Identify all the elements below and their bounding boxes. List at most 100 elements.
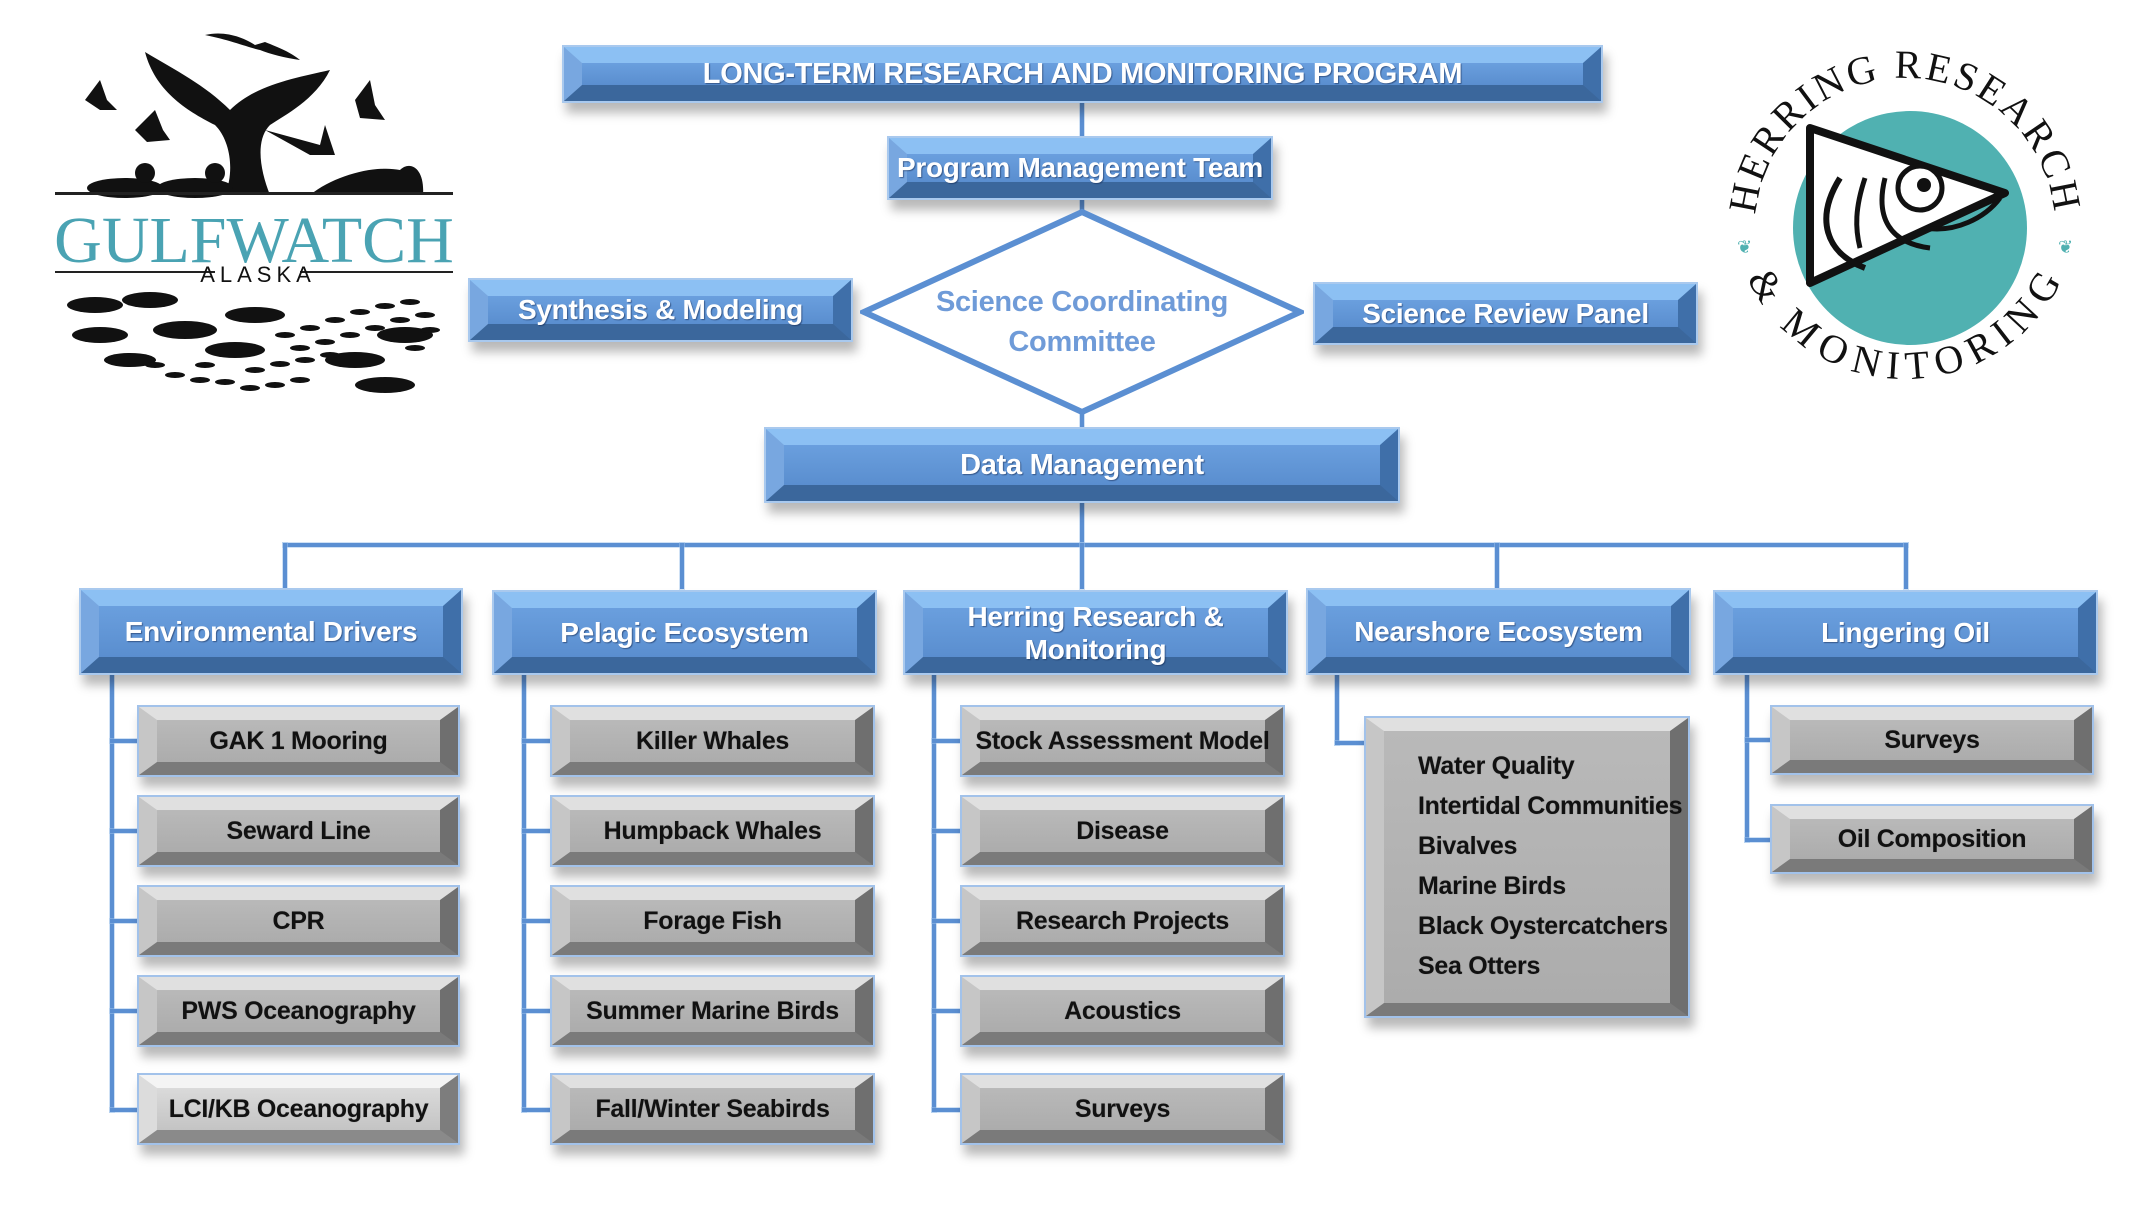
- component-title: Lingering Oil: [1821, 616, 1990, 648]
- project-label: Humpback Whales: [603, 816, 822, 845]
- svg-text:❦: ❦: [2058, 237, 2073, 257]
- project-label: GAK 1 Mooring: [209, 726, 388, 755]
- science-coordinating-committee[interactable]: Science Coordinating Committee: [856, 208, 1308, 416]
- connector-data-to-bus: [1080, 503, 1084, 543]
- project-box[interactable]: Summer Marine Birds: [550, 975, 875, 1047]
- project-box[interactable]: Killer Whales: [550, 705, 875, 777]
- project-label: Seward Line: [226, 816, 371, 845]
- project-box[interactable]: Fall/Winter Seabirds: [550, 1073, 875, 1145]
- stub: [522, 1009, 552, 1013]
- trunk-nearshore: [1335, 675, 1339, 745]
- stub: [932, 1108, 962, 1112]
- svg-text:GULFWATCH: GULFWATCH: [55, 204, 454, 277]
- stub: [110, 739, 138, 743]
- nearshore-project-list: Water Quality Intertidal Communities Biv…: [1418, 746, 1683, 986]
- component-title: Nearshore Ecosystem: [1354, 615, 1643, 647]
- project-label: Oil Composition: [1837, 824, 2027, 853]
- trunk-herring: [932, 675, 936, 1112]
- project-label: Surveys: [1884, 725, 1980, 754]
- connector-bus-nearshore: [1495, 543, 1499, 589]
- project-box[interactable]: Stock Assessment Model: [960, 705, 1285, 777]
- project-label: CPR: [272, 906, 325, 935]
- connector-horizontal-bus: [283, 543, 1908, 547]
- component-title-line2: Monitoring: [1024, 633, 1167, 665]
- stub: [110, 919, 138, 923]
- science-review-panel-box[interactable]: Science Review Panel: [1313, 282, 1698, 345]
- program-management-label: Program Management Team: [896, 152, 1263, 183]
- component-environmental-drivers[interactable]: Environmental Drivers: [79, 588, 463, 675]
- project-label: LCI/KB Oceanography: [168, 1094, 429, 1123]
- project-label: Fall/Winter Seabirds: [595, 1094, 830, 1123]
- synthesis-modeling-label: Synthesis & Modeling: [518, 294, 803, 325]
- component-title: Herring Research & Monitoring: [967, 600, 1223, 666]
- connector-program-to-management: [1080, 103, 1084, 137]
- project-box[interactable]: Humpback Whales: [550, 795, 875, 867]
- project-box[interactable]: Forage Fish: [550, 885, 875, 957]
- component-nearshore-ecosystem[interactable]: Nearshore Ecosystem: [1306, 588, 1691, 675]
- project-box[interactable]: Surveys: [960, 1073, 1285, 1145]
- project-label: Acoustics: [1064, 996, 1181, 1025]
- stub: [110, 829, 138, 833]
- synthesis-modeling-box[interactable]: Synthesis & Modeling: [468, 278, 853, 342]
- project-box[interactable]: Oil Composition: [1770, 804, 2094, 874]
- project-label: Water Quality: [1418, 752, 1575, 780]
- trunk-lingering: [1745, 675, 1749, 842]
- gulfwatch-logo: GULFWATCH ALASKA: [54, 30, 455, 400]
- project-box[interactable]: Seward Line: [137, 795, 460, 867]
- herring-logo: HERRING RESEARCH & MONITORING ❦ ❦: [1715, 28, 2095, 398]
- component-lingering-oil[interactable]: Lingering Oil: [1713, 590, 2098, 675]
- project-box[interactable]: Acoustics: [960, 975, 1285, 1047]
- stub: [522, 919, 552, 923]
- project-box[interactable]: GAK 1 Mooring: [137, 705, 460, 777]
- herring-fish-icon: HERRING RESEARCH & MONITORING ❦ ❦: [1719, 42, 2087, 389]
- stub: [522, 739, 552, 743]
- stub: [932, 1009, 962, 1013]
- gulfwatch-wildlife-icon: GULFWATCH ALASKA: [54, 33, 454, 393]
- trunk-pelagic: [522, 675, 526, 1112]
- project-label: Summer Marine Birds: [586, 996, 839, 1025]
- science-review-label: Science Review Panel: [1362, 297, 1649, 329]
- data-management-box[interactable]: Data Management: [764, 427, 1400, 503]
- stub: [1745, 738, 1773, 742]
- project-box[interactable]: Disease: [960, 795, 1285, 867]
- project-label: Intertidal Communities: [1418, 792, 1683, 820]
- nearshore-projects-box[interactable]: Water Quality Intertidal Communities Biv…: [1364, 716, 1690, 1018]
- project-box[interactable]: Research Projects: [960, 885, 1285, 957]
- committee-label-line1: Science Coordinating: [935, 286, 1229, 318]
- trunk-env: [110, 675, 114, 1112]
- svg-text:❦: ❦: [1737, 237, 1752, 257]
- component-title: Environmental Drivers: [124, 615, 418, 647]
- project-label: Marine Birds: [1418, 872, 1566, 900]
- project-box[interactable]: Surveys: [1770, 705, 2094, 775]
- connector-bus-pelagic: [680, 543, 684, 589]
- project-label: Sea Otters: [1418, 952, 1541, 980]
- project-label: Killer Whales: [635, 726, 790, 755]
- program-management-team-box[interactable]: Program Management Team: [887, 136, 1273, 200]
- connector-bus-herring: [1080, 543, 1084, 589]
- connector-committee-to-data: [1080, 412, 1084, 428]
- project-label: Surveys: [1074, 1094, 1171, 1123]
- component-title-line1: Herring Research &: [967, 600, 1224, 632]
- project-label: PWS Oceanography: [181, 996, 416, 1025]
- project-label: Stock Assessment Model: [975, 726, 1270, 755]
- connector-management-to-committee: [1080, 200, 1084, 212]
- committee-diamond-shape: [856, 208, 1308, 416]
- data-management-label: Data Management: [960, 448, 1204, 481]
- committee-label-line2: Committee: [1008, 326, 1156, 358]
- component-title: Pelagic Ecosystem: [560, 616, 809, 648]
- component-pelagic-ecosystem[interactable]: Pelagic Ecosystem: [492, 590, 877, 675]
- component-herring-research[interactable]: Herring Research & Monitoring: [903, 590, 1288, 675]
- stub: [1335, 741, 1367, 745]
- stub: [110, 1108, 138, 1112]
- connector-bus-env: [283, 543, 287, 589]
- svg-text:ALASKA: ALASKA: [200, 262, 316, 287]
- project-label: Forage Fish: [643, 906, 782, 935]
- project-box[interactable]: LCI/KB Oceanography: [137, 1073, 460, 1145]
- project-label: Research Projects: [1015, 906, 1230, 935]
- program-title-box[interactable]: LONG-TERM RESEARCH AND MONITORING PROGRA…: [562, 45, 1603, 103]
- project-box[interactable]: PWS Oceanography: [137, 975, 460, 1047]
- project-label: Disease: [1076, 816, 1169, 845]
- project-box[interactable]: CPR: [137, 885, 460, 957]
- stub: [1745, 838, 1773, 842]
- stub: [522, 1108, 552, 1112]
